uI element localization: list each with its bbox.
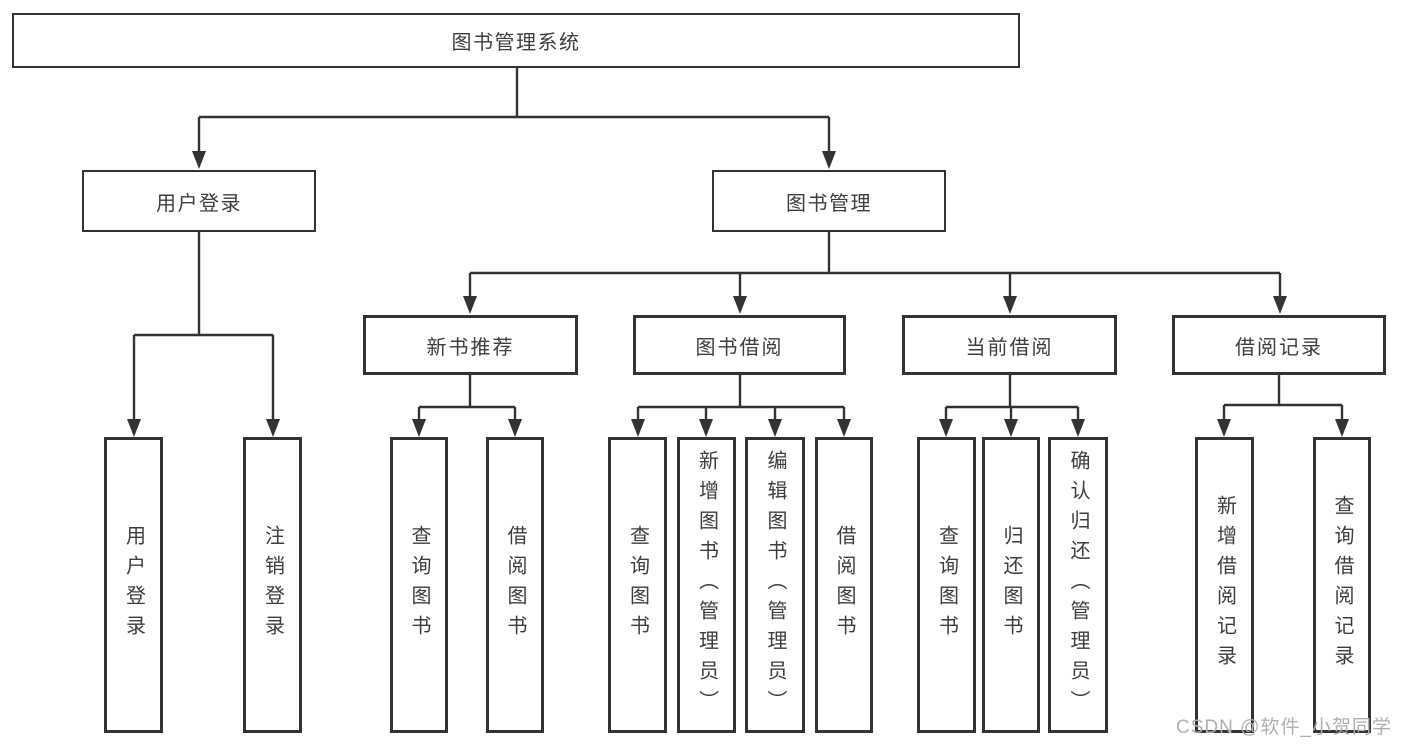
node-book-management: 图书管理 (712, 170, 946, 232)
node-records-add-record: 新增借阅记录 (1195, 437, 1254, 733)
node-book-borrow: 图书借阅 (633, 315, 846, 375)
node-borrow-add-book-admin: 新增图书（管理员） (677, 437, 736, 733)
node-system-root: 图书管理系统 (12, 13, 1020, 68)
node-current-borrow: 当前借阅 (902, 315, 1117, 375)
node-current-confirm-return-admin: 确认归还（管理员） (1048, 437, 1108, 733)
node-borrow-records: 借阅记录 (1172, 315, 1386, 375)
node-current-return-book: 归还图书 (982, 437, 1040, 733)
csdn-watermark: CSDN @软件_小贺同学 (1176, 717, 1392, 738)
node-recommend-borrow-book: 借阅图书 (486, 437, 544, 733)
node-logout: 注销登录 (243, 437, 302, 733)
node-borrow-borrow-book: 借阅图书 (815, 437, 873, 733)
node-records-query-record: 查询借阅记录 (1313, 437, 1371, 733)
node-recommend-query-book: 查询图书 (390, 437, 448, 733)
node-borrow-query-book: 查询图书 (608, 437, 667, 733)
node-login: 用户登录 (104, 437, 163, 733)
node-new-book-recommend: 新书推荐 (363, 315, 578, 375)
node-borrow-edit-book-admin: 编辑图书（管理员） (745, 437, 805, 733)
node-current-query-book: 查询图书 (917, 437, 976, 733)
node-user-login: 用户登录 (82, 170, 316, 232)
